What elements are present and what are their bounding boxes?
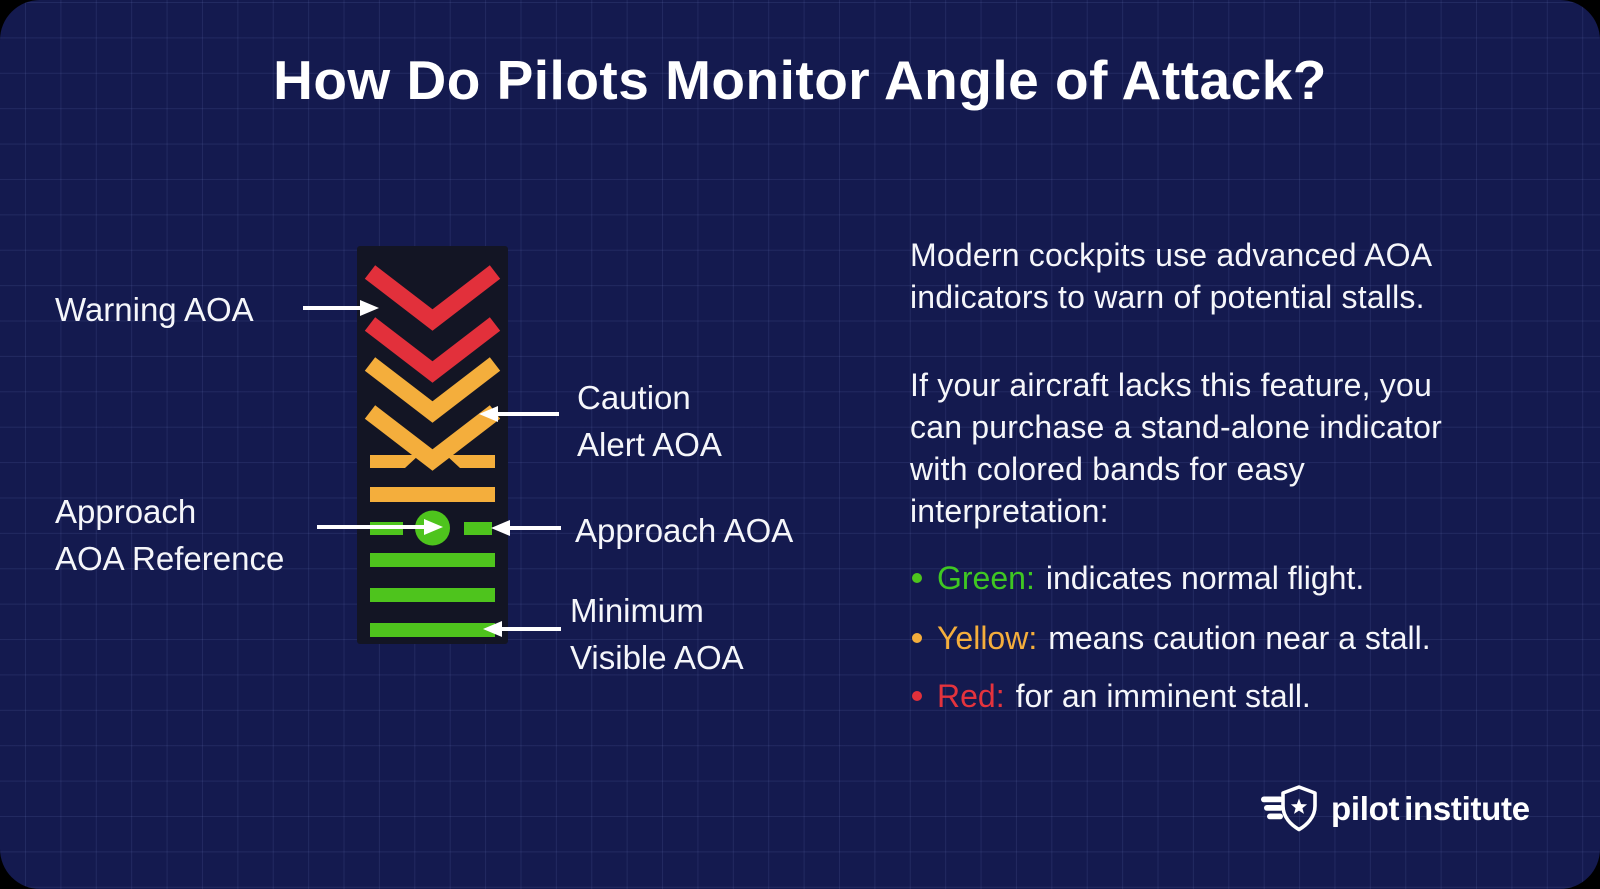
legend-item-green: Green: indicates normal flight.: [912, 561, 1364, 595]
green-bullet-dot: [912, 573, 922, 583]
minimum-visible-bar: [370, 623, 495, 637]
warning-chevron-1: [364, 265, 501, 331]
caution-notched-bar-left: [370, 455, 419, 468]
caution-alert-aoa-label: Caution Alert AOA: [577, 379, 722, 463]
winged-shield-star-icon: [1261, 785, 1317, 832]
caution-arrow: [479, 406, 559, 422]
warning-arrow: [303, 300, 379, 316]
approach-arrow: [491, 520, 561, 536]
legend-item-red: Red: for an imminent stall.: [912, 679, 1311, 713]
caution-chevron-2: [364, 405, 501, 471]
caution-chevron-1: [364, 357, 501, 423]
brand-name-first: pilot: [1331, 790, 1400, 827]
warning-aoa-label: Warning AOA: [55, 291, 254, 328]
aoa-indicator-diagram: [357, 246, 508, 644]
approach-aoa-label: Approach AOA: [575, 512, 794, 549]
approach-bar-right: [464, 522, 492, 535]
page-title: How Do Pilots Monitor Angle of Attack?: [273, 49, 1327, 111]
advice-paragraph: If your aircraft lacks this feature, you…: [910, 367, 1442, 529]
normal-bar-1: [370, 553, 495, 567]
red-bullet-dot: [912, 691, 922, 701]
yellow-bullet-dot: [912, 633, 922, 643]
approach-reference-arrow: [317, 519, 443, 535]
caution-notched-bar-right: [446, 455, 495, 468]
warning-chevron-2: [364, 317, 501, 383]
caution-bar: [370, 487, 495, 502]
minimum-visible-aoa-label: Minimum Visible AOA: [570, 592, 744, 676]
minimum-arrow: [483, 621, 561, 637]
normal-bar-2: [370, 588, 495, 602]
brand-name-second: institute: [1404, 790, 1530, 827]
legend-item-yellow: Yellow: means caution near a stall.: [912, 621, 1431, 655]
intro-paragraph: Modern cockpits use advanced AOA indicat…: [910, 237, 1433, 315]
pilot-institute-logo: pilot institute: [1258, 784, 1530, 834]
approach-aoa-reference-label: Approach AOA Reference: [55, 493, 285, 577]
indicator-panel: [357, 246, 508, 644]
